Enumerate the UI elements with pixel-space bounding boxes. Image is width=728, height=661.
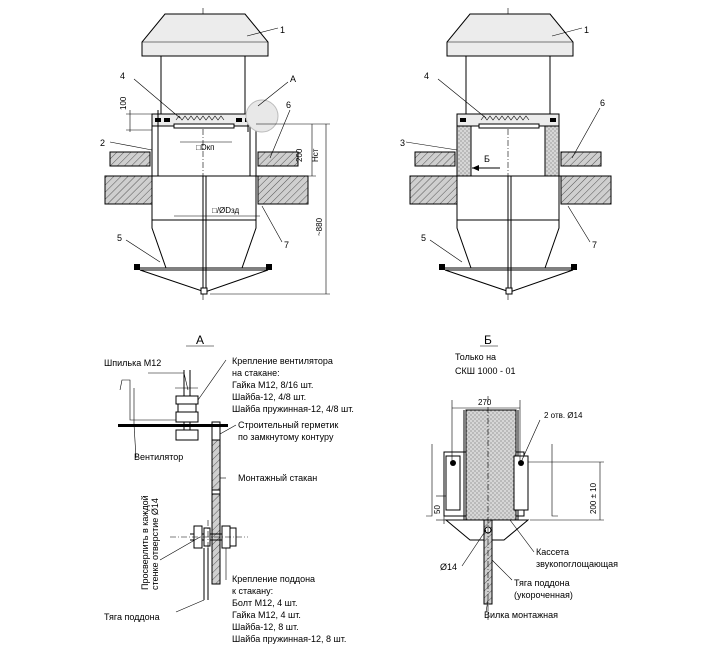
prosverlit-2: стенке отверстие Ø14 [150, 498, 160, 590]
callout-5-r: 5 [421, 233, 426, 243]
detail-b-title: Б [484, 333, 492, 347]
callout-2: 2 [100, 138, 105, 148]
callout-7-r: 7 [592, 240, 597, 250]
dim-d14: Ø14 [440, 562, 457, 572]
callout-6-r: 6 [600, 98, 605, 108]
shpilka-label: Шпилька М12 [104, 358, 161, 368]
right-view-labels: 1 4 6 3 5 7 Б [400, 25, 605, 250]
only-on-2: СКШ 1000 - 01 [455, 366, 516, 376]
callout-4-r: 4 [424, 71, 429, 81]
callout-1-r: 1 [584, 25, 589, 35]
left-view-labels: 1 4 А 6 2 5 7 100 200 Нст ~880 □Dкп □/ØD… [100, 25, 324, 250]
holes-label: 2 отв. Ø14 [544, 411, 583, 420]
germetik-2: по замкнутому контуру [238, 432, 334, 442]
tyaga-b-1: Тяга поддона [514, 578, 570, 588]
krepl-poddona-4: Гайка М12, 4 шт. [232, 610, 301, 620]
dim-hst: Нст [311, 148, 320, 162]
krepl-poddona-2: к стакану: [232, 586, 273, 596]
section-B-mark: Б [484, 154, 490, 164]
krepl-vent-1: Крепление вентилятора [232, 356, 333, 366]
detail-a-text: А Шпилька М12 Крепление вентилятора на с… [104, 333, 354, 644]
left-view [104, 8, 330, 300]
germetik-1: Строительный герметик [238, 420, 338, 430]
prosverlit-1: Просверлить в каждой [140, 495, 150, 590]
tyaga-label: Тяга поддона [104, 612, 160, 622]
krepl-vent-5: Шайба пружинная-12, 4/8 шт. [232, 404, 354, 414]
callout-5: 5 [117, 233, 122, 243]
detail-a-drawing [118, 345, 248, 613]
kasseta-1: Кассета [536, 547, 569, 557]
krepl-poddona-6: Шайба пружинная-12, 8 шт. [232, 634, 346, 644]
ventilyator-label: Вентилятор [134, 452, 183, 462]
krepl-poddona-3: Болт М12, 4 шт. [232, 598, 297, 608]
dim-880: ~880 [315, 217, 324, 236]
stakan-label: Монтажный стакан [238, 473, 317, 483]
dim-270: 270 [478, 398, 492, 407]
detail-b-drawing [426, 345, 604, 620]
only-on-1: Только на [455, 352, 496, 362]
krepl-poddona-1: Крепление поддона [232, 574, 315, 584]
vilka-label: Вилка монтажная [484, 610, 558, 620]
dim-dkp: □Dкп [196, 143, 214, 152]
callout-7: 7 [284, 240, 289, 250]
kasseta-2: звукопоглощающая [536, 559, 618, 569]
krepl-poddona-5: Шайба-12, 8 шт. [232, 622, 299, 632]
right-view [405, 8, 612, 300]
callout-6: 6 [286, 100, 291, 110]
callout-1: 1 [280, 25, 285, 35]
callout-3-r: 3 [400, 138, 405, 148]
callout-4: 4 [120, 71, 125, 81]
krepl-vent-2: на стакане: [232, 368, 280, 378]
detail-a-title: А [196, 333, 204, 347]
tyaga-b-2: (укороченная) [514, 590, 573, 600]
detail-b-text: Б Только на СКШ 1000 - 01 270 2 отв. Ø14… [433, 333, 618, 620]
dim-50: 50 [433, 505, 442, 514]
krepl-vent-3: Гайка М12, 8/16 шт. [232, 380, 313, 390]
krepl-vent-4: Шайба-12, 4/8 шт. [232, 392, 306, 402]
callout-A: А [290, 74, 296, 84]
dim-200-10: 200 ± 10 [589, 482, 598, 514]
dim-200: 200 [295, 148, 304, 162]
dim-100: 100 [119, 96, 128, 110]
dim-dzd: □/ØDзд [212, 206, 240, 215]
